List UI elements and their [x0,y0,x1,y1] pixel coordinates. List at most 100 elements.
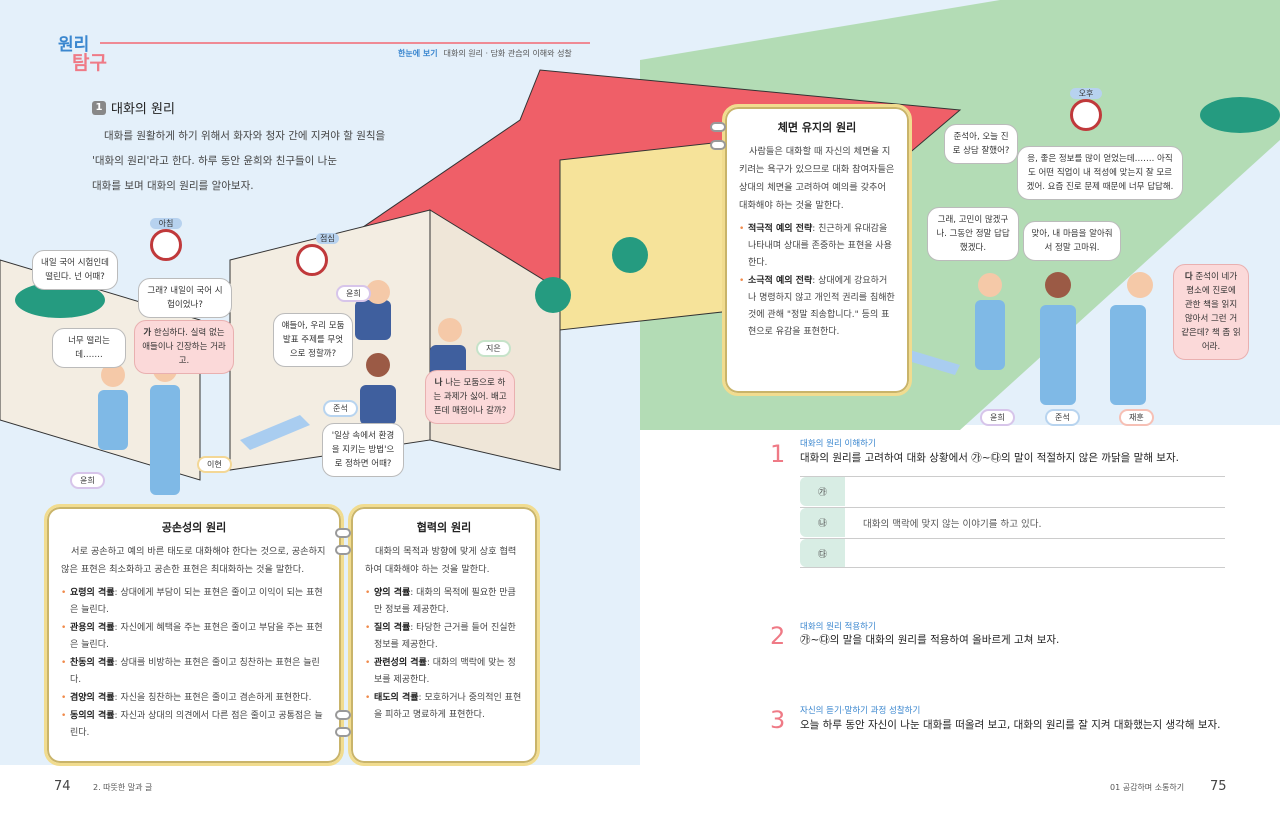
question-text: 대화의 원리를 고려하여 대화 상황에서 ㉮~㉰의 말이 적절하지 않은 까닭을… [800,452,1179,464]
card-item: 찬동의 격률: 상대를 비방하는 표현은 줄이고 칭찬하는 표현은 늘린다. [61,655,327,689]
binder-ring [335,545,351,555]
answer-field[interactable] [845,539,863,567]
item-desc: : 상대를 비방하는 표현은 줄이고 칭찬하는 표현은 늘린다. [70,658,320,685]
name-tag: 재훈 [1119,409,1154,426]
item-term: 양의 격률 [374,588,411,598]
item-term: 소극적 예의 전략 [748,276,813,286]
header-divider [100,42,590,44]
item-desc: : 대화의 맥락에 맞는 정보를 제공한다. [374,658,516,685]
item-term: 관련성의 격률 [374,658,427,668]
question-subtitle: 대화의 원리 적용하기 [800,622,876,632]
section-title-text: 대화의 원리 [111,102,175,117]
question-number: 3 [770,706,786,734]
binder-ring [710,122,726,132]
item-term: 태도의 격률 [374,693,419,703]
item-term: 찬동의 격률 [70,658,115,668]
item-term: 질의 격률 [374,623,411,633]
page-number-left: 74 [54,779,71,794]
question-number: 2 [770,622,786,650]
name-tag: 준석 [1045,409,1080,426]
card-item: 동의의 격률: 자신과 상대의 의견에서 다른 점은 줄이고 공통점은 늘린다. [61,708,327,742]
mark-na: 나 [434,378,443,388]
mark-ga: 가 [143,328,152,338]
card-item: 겸양의 격률: 자신을 칭찬하는 표현은 줄이고 겸손하게 표현한다. [61,690,327,707]
breadcrumb-text: 대화의 원리 · 담화 관습의 이해와 성찰 [443,49,572,58]
answer-row: ㉰ [800,538,1225,568]
card-list: 요령의 격률: 상대에게 부담이 되는 표현은 줄이고 이익이 되는 표현은 늘… [47,579,341,742]
clock-label: 점심 [316,233,339,244]
card-body: 사람들은 대화할 때 자신의 체면을 지키려는 욕구가 있으므로 대화 참여자들… [739,146,895,211]
card-list: 적극적 예의 전략: 친근하게 유대감을 나타내며 상대를 존중하는 표현을 사… [725,215,909,341]
speech-bubble: 준석아, 오늘 진로 상담 잘했어? [944,124,1018,164]
card-cooperation-principle: 협력의 원리 대화의 목적과 방향에 맞게 상호 협력하여 대화해야 하는 것을… [348,504,540,766]
speech-bubble: 너무 떨리는데……. [52,328,126,368]
card-item: 양의 격률: 대화의 목적에 필요한 만큼만 정보를 제공한다. [365,585,523,619]
page-number-right: 75 [1210,779,1227,794]
question-subtitle: 자신의 듣기·말하기 과정 성찰하기 [800,706,921,716]
intro-line: 대화를 보며 대화의 원리를 알아보자. [92,180,254,192]
clock-icon [1070,99,1102,131]
bush [1200,97,1280,133]
item-desc: : 상대에게 부담이 되는 표현은 줄이고 이익이 되는 표현은 늘린다. [70,588,323,615]
bubble-text: 준석이 네가 평소에 진로에 관한 책을 읽지 않아서 그런 거 같은데? 책 … [1181,272,1241,352]
speech-bubble-ga: 가 한심하다. 실력 없는 애들이나 긴장하는 거라고. [134,320,234,374]
item-desc: : 모호하거나 중의적인 표현을 피하고 명료하게 표현한다. [374,693,522,720]
card-title: 공손성의 원리 [161,521,227,534]
binder-ring [335,710,351,720]
answer-field[interactable]: 대화의 맥락에 맞지 않는 이야기를 하고 있다. [863,518,1042,530]
item-desc: : 대화의 목적에 필요한 만큼만 정보를 제공한다. [374,588,516,615]
item-desc: : 자신을 칭찬하는 표현은 줄이고 겸손하게 표현한다. [114,693,312,703]
name-tag: 윤희 [70,472,105,489]
clock-label: 아침 [150,218,182,229]
answer-tag: ㉰ [800,539,845,567]
binder-ring [335,727,351,737]
binder-ring [335,528,351,538]
item-desc: : 친근하게 유대감을 나타내며 상대를 존중하는 표현을 사용한다. [748,224,892,268]
answer-field[interactable] [845,477,863,506]
house-wall [559,139,741,331]
footer-section: 01 공감하며 소통하기 [1110,783,1185,792]
binder-ring [710,140,726,150]
card-item: 요령의 격률: 상대에게 부담이 되는 표현은 줄이고 이익이 되는 표현은 늘… [61,585,327,619]
item-term: 겸양의 격률 [70,693,115,703]
item-desc: : 상대에게 강요하거나 명령하지 않고 개인적 권리를 침해한 것에 관해 "… [748,276,895,337]
speech-bubble: 내일 국어 시험인데 떨린다. 넌 어때? [32,250,118,290]
name-tag: 지은 [476,340,511,357]
speech-bubble-na: 나 나는 모둠으로 하는 과제가 싫어. 배고픈데 매점이나 갈까? [425,370,515,424]
item-desc: : 자신에게 혜택을 주는 표현은 줄이고 부담을 주는 표현은 늘린다. [70,623,323,650]
name-tag: 윤희 [336,285,371,302]
mark-da: 다 [1184,272,1193,282]
clock-afternoon: 오후 [1070,88,1102,131]
answer-row: ㉯ 대화의 맥락에 맞지 않는 이야기를 하고 있다. [800,507,1225,537]
card-item: 관련성의 격률: 대화의 맥락에 맞는 정보를 제공한다. [365,655,523,689]
speech-bubble: 그래, 고민이 많겠구나. 그동안 정말 답답했겠다. [927,207,1019,261]
card-body: 대화의 목적과 방향에 맞게 상호 협력하여 대화해야 하는 것을 말한다. [365,546,517,575]
footer-area [0,765,1280,838]
card-item: 관용의 격률: 자신에게 혜택을 주는 표현은 줄이고 부담을 주는 표현은 늘… [61,620,327,654]
card-body: 서로 공손하고 예의 바른 태도로 대화해야 한다는 것으로, 공손하지 않은 … [61,546,326,575]
item-desc: : 자신과 상대의 의견에서 다른 점은 줄이고 공통점은 늘린다. [70,711,323,738]
card-politeness-principle: 공손성의 원리 서로 공손하고 예의 바른 태도로 대화해야 한다는 것으로, … [44,504,344,766]
question-subtitle: 대화의 원리 이해하기 [800,439,876,449]
answer-tag: ㉯ [800,508,845,537]
card-item: 태도의 격률: 모호하거나 중의적인 표현을 피하고 명료하게 표현한다. [365,690,523,724]
card-item: 소극적 예의 전략: 상대에게 강요하거나 명령하지 않고 개인적 권리를 침해… [739,273,895,341]
item-term: 적극적 예의 전략 [748,224,813,234]
card-item: 질의 격률: 타당한 근거를 들어 진실한 정보를 제공한다. [365,620,523,654]
clock-icon [296,244,328,276]
card-title: 체면 유지의 원리 [777,121,857,134]
bubble-text: 나는 모둠으로 하는 과제가 싫어. 배고픈데 매점이나 갈까? [433,378,507,416]
tree [535,277,571,313]
breadcrumb-label: 한눈에 보기 [398,49,438,58]
speech-bubble: 얘들아, 우리 모둠 발표 주제를 무엇으로 정할까? [273,313,353,367]
section-intro: 대화를 원활하게 하기 위해서 화자와 청자 간에 지켜야 할 원칙을 '대화의… [92,124,432,199]
speech-bubble: '일상 속에서 환경을 지키는 방법'으로 정하면 어때? [322,423,404,477]
item-term: 관용의 격률 [70,623,115,633]
card-list: 양의 격률: 대화의 목적에 필요한 만큼만 정보를 제공한다. 질의 격률: … [351,579,537,724]
speech-bubble: 그래? 내일이 국어 시험이었나? [138,278,232,318]
card-face-principle: 체면 유지의 원리 사람들은 대화할 때 자신의 체면을 지키려는 욕구가 있으… [722,104,912,396]
intro-line: 대화를 원활하게 하기 위해서 화자와 청자 간에 지켜야 할 원칙을 [104,130,386,142]
footer-chapter: 2. 따뜻한 말과 글 [93,783,153,792]
name-tag: 이현 [197,456,232,473]
